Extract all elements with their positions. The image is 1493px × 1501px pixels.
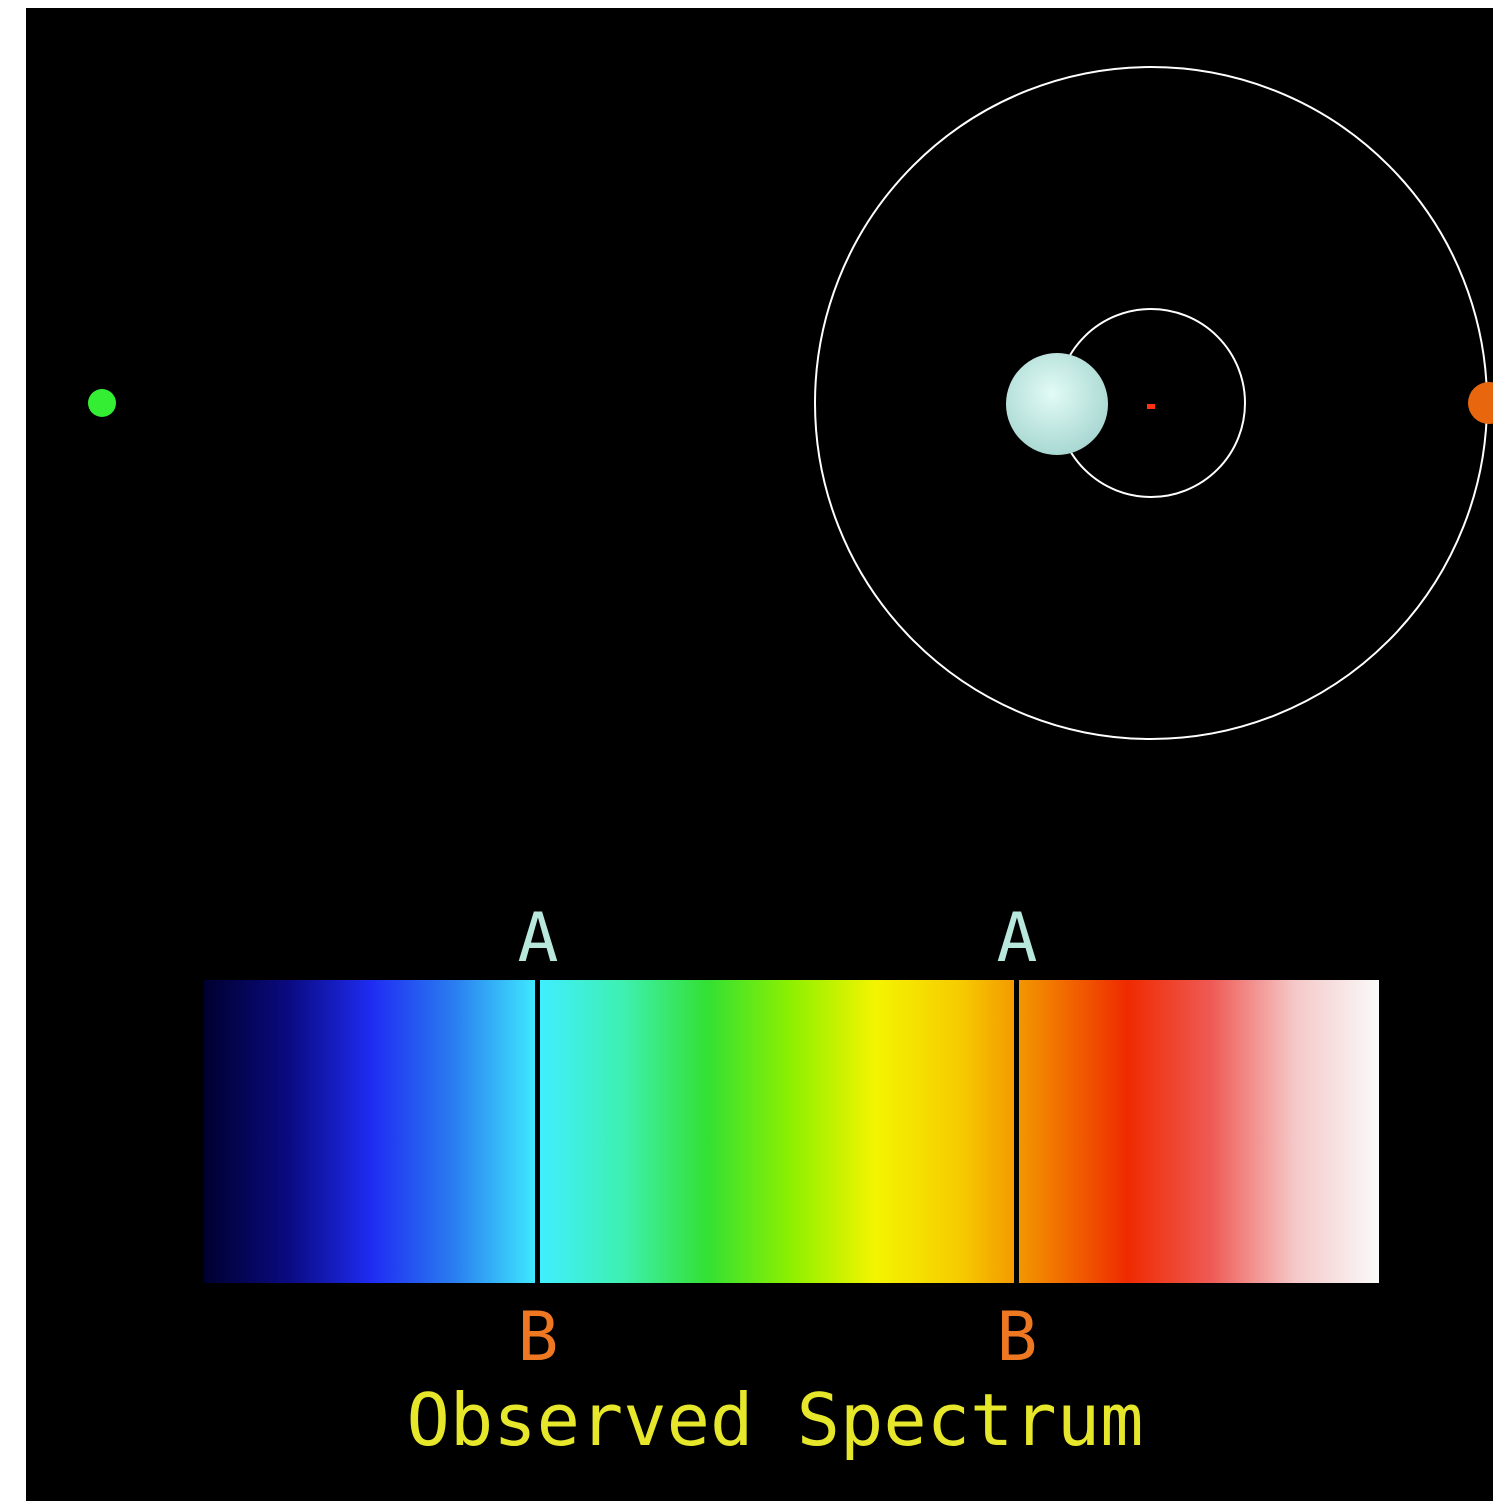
center-of-mass-icon <box>1147 404 1155 409</box>
star-a-icon <box>1006 353 1108 455</box>
absorption-line-left <box>535 980 540 1283</box>
binary-star-doppler-scene: A A B B Observed Spectrum <box>26 8 1493 1501</box>
line-b-label-right: B <box>997 1298 1038 1377</box>
spectrum-band <box>204 980 1379 1283</box>
absorption-line-right <box>1014 980 1019 1283</box>
scene-canvas: A A B B Observed Spectrum <box>88 66 1493 1462</box>
line-a-label-left: A <box>518 899 559 978</box>
line-a-label-right: A <box>997 899 1038 978</box>
spectrum-caption: Observed Spectrum <box>407 1378 1144 1462</box>
observer-dot-icon <box>88 389 116 417</box>
line-b-label-left: B <box>518 1298 559 1377</box>
star-b-orbit <box>814 66 1488 740</box>
star-b-icon <box>1468 382 1493 424</box>
